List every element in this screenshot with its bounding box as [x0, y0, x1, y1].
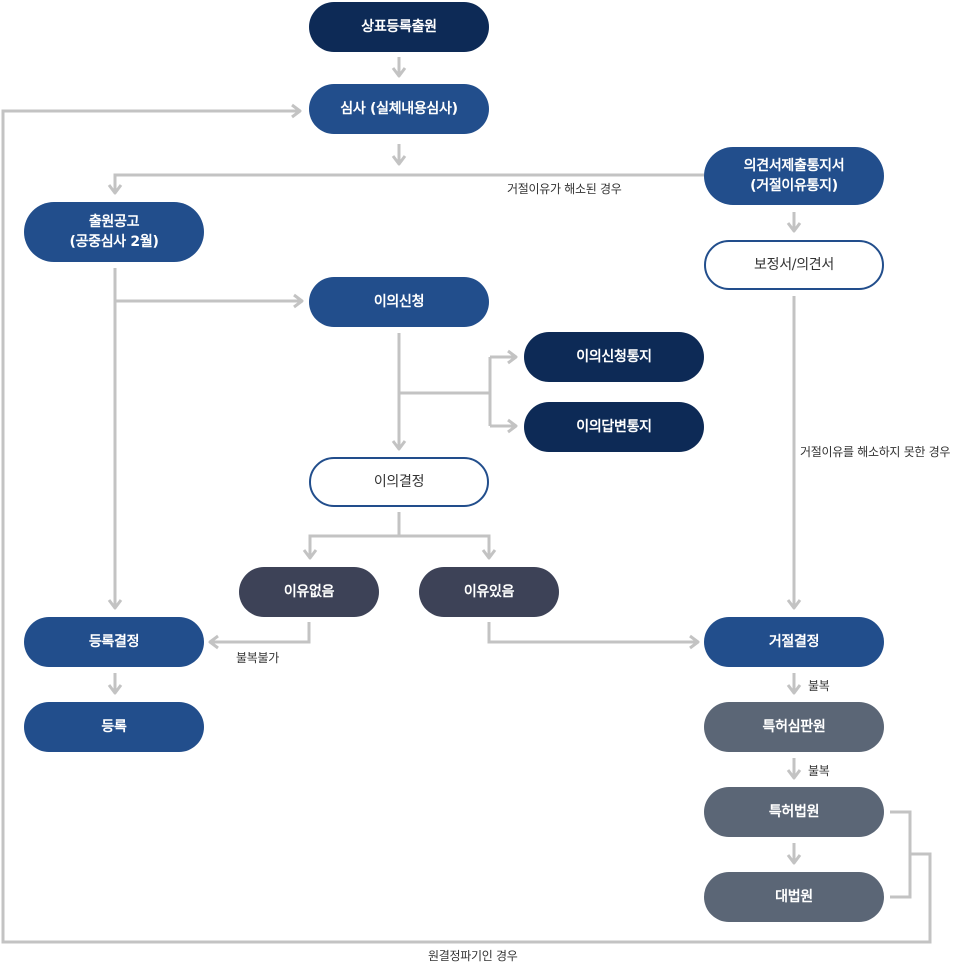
label-remand: 원결정파기인 경우: [428, 949, 518, 963]
node-registration: 등록: [24, 702, 204, 752]
branch-notices: [399, 357, 492, 395]
node-application: 상표등록출원: [309, 2, 489, 52]
node-patent-tribunal: 특허심판원: [704, 702, 884, 752]
label-rejection-not-resolved: 거절이유를 해소하지 못한 경우: [800, 445, 951, 459]
label-no-appeal: 불복불가: [236, 651, 279, 665]
node-opposition-reply-notice: 이의답변통지: [524, 402, 704, 452]
loop-remand: [1, 103, 932, 944]
branch-decision-right: [399, 534, 497, 560]
arrow-no-grounds-to-registration: [208, 622, 311, 650]
node-opposition-notice: 이의신청통지: [524, 332, 704, 382]
node-opposition-decision: 이의결정: [309, 457, 489, 507]
node-grounds: 이유있음: [419, 567, 559, 617]
node-examination: 심사 (실체내용심사): [309, 84, 489, 134]
bracket-courts: [890, 810, 912, 899]
node-rejection-decision: 거절결정: [704, 617, 884, 667]
node-supreme-court: 대법원: [704, 872, 884, 922]
arrow-grounds-to-rejection: [487, 622, 700, 650]
branch-decision: [302, 512, 401, 560]
node-patent-court: 특허법원: [704, 787, 884, 837]
node-opposition: 이의신청: [309, 277, 489, 327]
node-publication: 출원공고 (공중심사 2월): [24, 202, 204, 262]
label-appeal-1: 불복: [808, 679, 830, 693]
node-opinion-notice: 의견서제출통지서 (거절이유통지): [704, 147, 884, 205]
label-rejection-resolved: 거절이유가 해소된 경우: [507, 182, 622, 196]
label-appeal-2: 불복: [808, 764, 830, 778]
arrow-resolved-to-publication: [107, 173, 704, 195]
node-registration-decision: 등록결정: [24, 617, 204, 667]
node-amendment: 보정서/의견서: [704, 240, 884, 290]
node-no-grounds: 이유없음: [239, 567, 379, 617]
